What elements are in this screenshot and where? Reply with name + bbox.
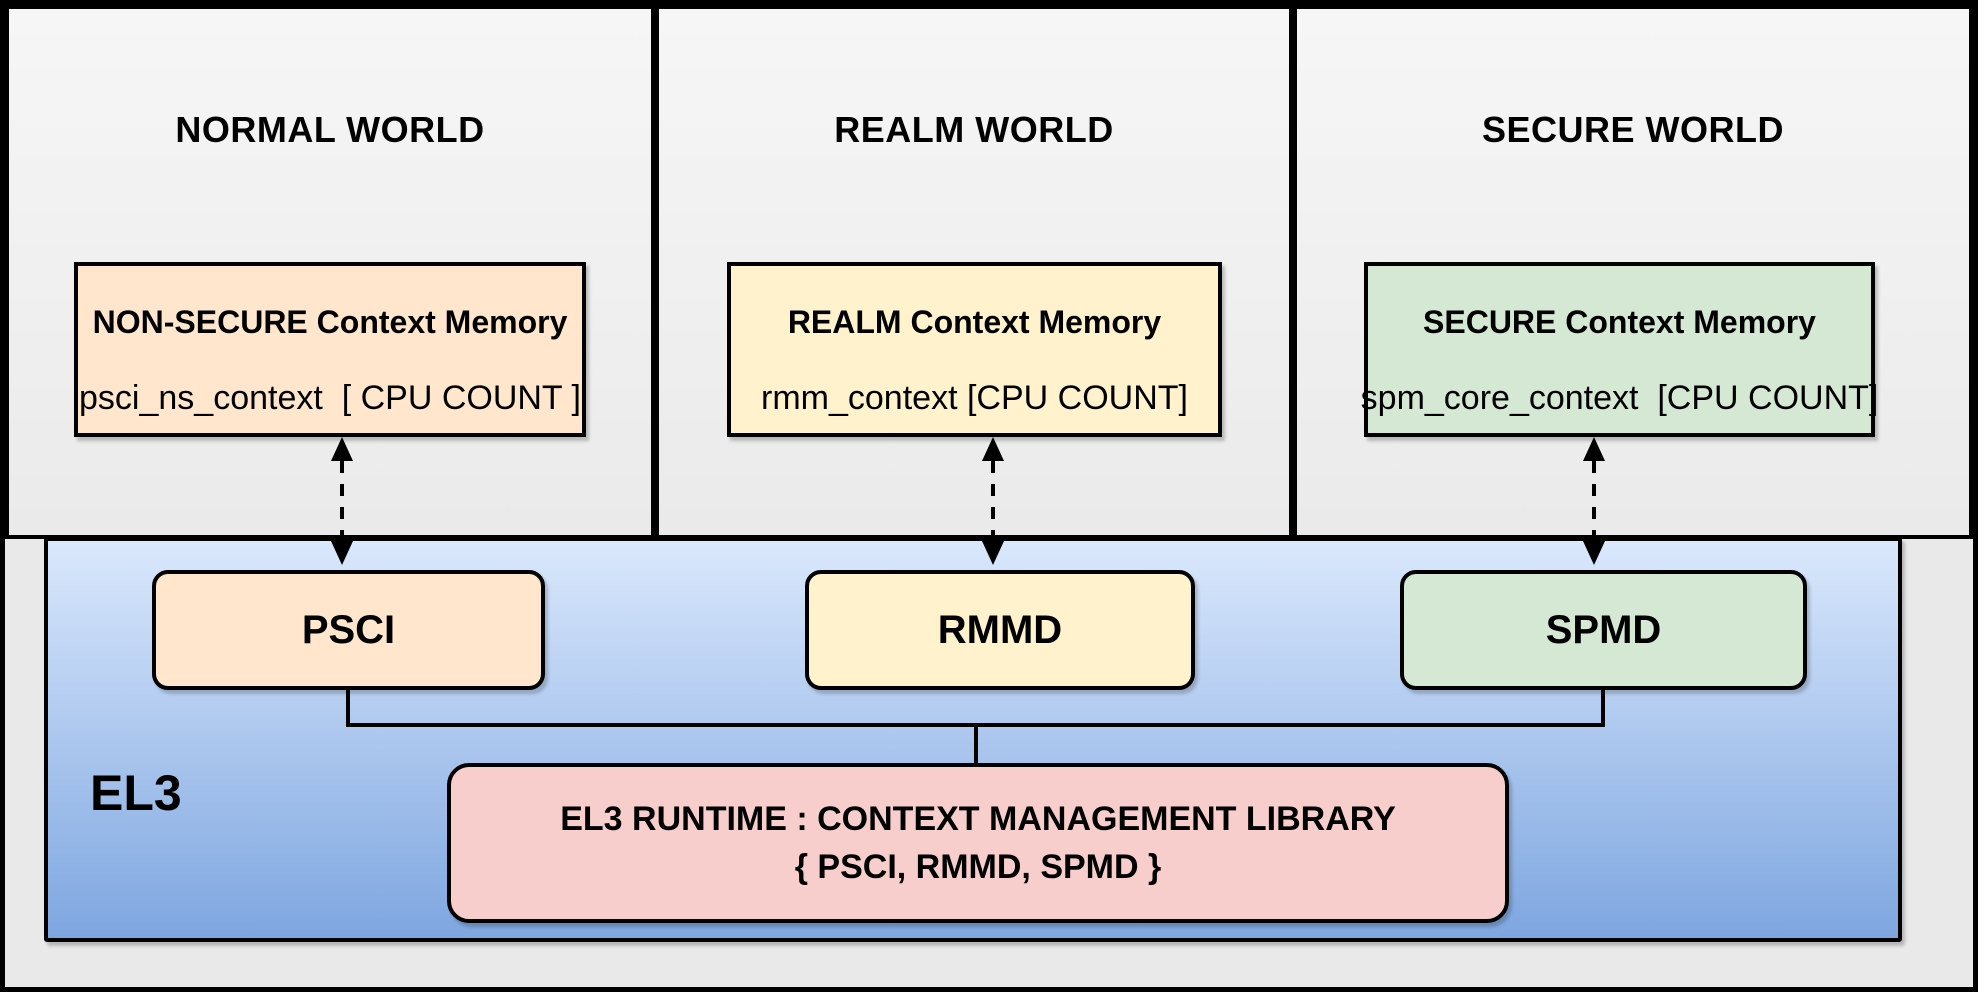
arrow-down-icon: [1583, 541, 1605, 565]
non-secure-context-memory-title: NON-SECURE Context Memory: [92, 304, 568, 340]
connector-psci-stub: [346, 690, 350, 727]
el3-box: PSCI RMMD SPMD EL3 EL3 RUNTIME : CONTEXT…: [44, 537, 1902, 942]
secure-world-title: SECURE WORLD: [1482, 109, 1784, 150]
connector-runtime-drop: [974, 727, 978, 763]
non-secure-context-memory-value: psci_ns_context [ CPU COUNT ]: [79, 379, 581, 417]
non-secure-context-memory-box: NON-SECURE Context Memory psci_ns_contex…: [74, 262, 586, 437]
arrow-psci-context: [329, 437, 355, 565]
realm-context-memory-value: rmm_context [CPU COUNT]: [761, 379, 1188, 417]
el3-runtime-line2: { PSCI, RMMD, SPMD }: [794, 848, 1162, 886]
el3-runtime-box: EL3 RUNTIME : CONTEXT MANAGEMENT LIBRARY…: [447, 763, 1509, 923]
arrow-down-icon: [982, 541, 1004, 565]
spmd-box: SPMD: [1400, 570, 1807, 690]
arrow-up-icon: [982, 437, 1004, 461]
arrow-rmmd-context: [980, 437, 1006, 565]
normal-world-title: NORMAL WORLD: [175, 109, 485, 150]
arrow-up-icon: [331, 437, 353, 461]
dashed-line: [1592, 461, 1596, 541]
arrow-spmd-context: [1581, 437, 1607, 565]
psci-box: PSCI: [152, 570, 545, 690]
secure-context-memory-value: spm_core_context [CPU COUNT]: [1360, 379, 1879, 417]
connector-spmd-stub: [1601, 690, 1605, 727]
connector-bus-line: [346, 723, 1605, 727]
arrow-up-icon: [1583, 437, 1605, 461]
rmmd-box: RMMD: [805, 570, 1195, 690]
secure-context-memory-box: SECURE Context Memory spm_core_context […: [1361, 262, 1878, 437]
secure-context-memory-title: SECURE Context Memory: [1423, 304, 1816, 340]
dashed-line: [340, 461, 344, 541]
el3-label: EL3: [90, 765, 182, 821]
dashed-line: [991, 461, 995, 541]
realm-context-memory-box: REALM Context Memory rmm_context [CPU CO…: [727, 262, 1222, 437]
realm-world-title: REALM WORLD: [834, 109, 1114, 150]
el3-runtime-line1: EL3 RUNTIME : CONTEXT MANAGEMENT LIBRARY: [560, 800, 1396, 838]
arrow-down-icon: [331, 541, 353, 565]
realm-context-memory-title: REALM Context Memory: [787, 304, 1162, 340]
